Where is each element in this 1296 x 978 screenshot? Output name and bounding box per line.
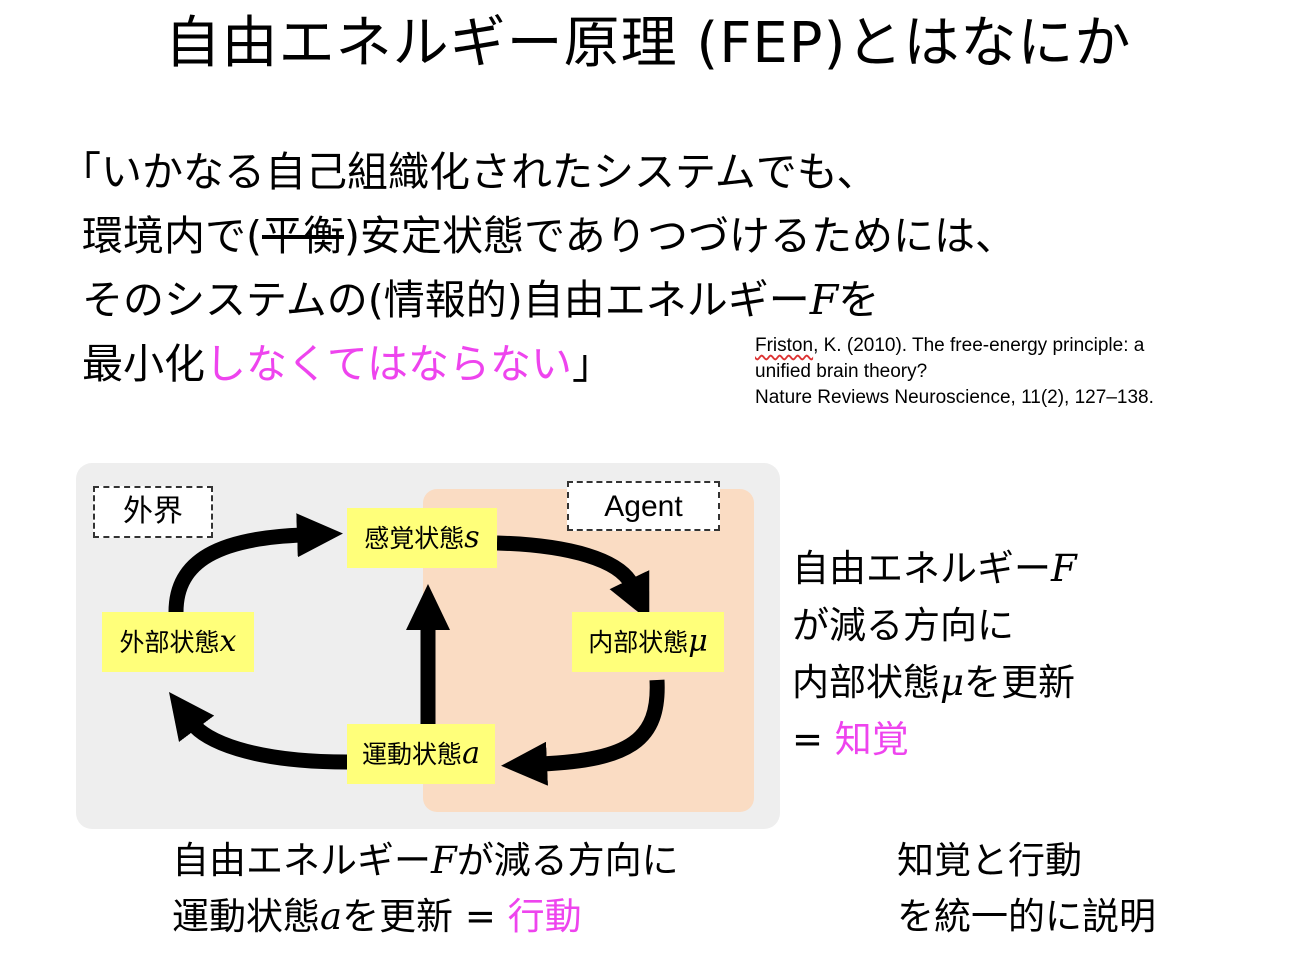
external-state-symbol: x bbox=[219, 624, 237, 659]
free-energy-symbol: F bbox=[809, 276, 839, 324]
quote-line-2: 環境内で(平衡)安定状態でありつづけるためには、 bbox=[60, 204, 1016, 268]
struck-word: 平衡 bbox=[262, 212, 344, 260]
quote-line-3-text-b: を bbox=[838, 276, 880, 324]
citation-line-3: Nature Reviews Neuroscience, 11(2), 127–… bbox=[755, 387, 1154, 408]
perception-line-3-text-b: を更新 bbox=[964, 661, 1076, 704]
summary-line-1: 知覚と行動 bbox=[897, 839, 1082, 882]
perception-equals: = bbox=[792, 718, 835, 761]
sensory-state-symbol: s bbox=[464, 520, 480, 555]
citation: Friston, K. (2010). The free-energy prin… bbox=[755, 333, 1154, 411]
perception-line-4: = 知覚 bbox=[792, 711, 1077, 768]
action-state-symbol-text: a bbox=[320, 895, 343, 938]
action-state-label: 運動状態 bbox=[362, 740, 463, 769]
external-state-node: 外部状態x bbox=[102, 612, 254, 672]
external-state-label: 外部状態 bbox=[119, 628, 220, 657]
quote-line-3-text-a: そのシステムの(情報的)自由エネルギー bbox=[82, 276, 810, 324]
sensory-state-label: 感覚状態 bbox=[364, 524, 465, 553]
perception-line-1: 自由エネルギーF bbox=[792, 540, 1077, 597]
quote-line-3: そのシステムの(情報的)自由エネルギーFを bbox=[60, 268, 1016, 332]
citation-line-1-rest: , K. (2010). The free-energy principle: … bbox=[813, 335, 1145, 356]
perception-line-3-text-a: 内部状態 bbox=[792, 661, 940, 704]
action-state-node: 運動状態a bbox=[347, 724, 495, 784]
summary: 知覚と行動 を統一的に説明 bbox=[897, 833, 1156, 945]
perception-line-3: 内部状態μを更新 bbox=[792, 654, 1077, 711]
quote-line-4: 最小化しなくてはならない」 bbox=[60, 332, 1016, 396]
fep-quote: 「いかなる自己組織化されたシステムでも、 環境内で(平衡)安定状態でありつづける… bbox=[60, 140, 1016, 396]
citation-author: Friston bbox=[755, 335, 814, 356]
quote-line-4-text-a: 最小化 bbox=[82, 340, 205, 388]
internal-state-label: 内部状態 bbox=[588, 628, 689, 657]
page-title: 自由エネルギー原理 (FEP)とはなにか bbox=[164, 11, 1132, 76]
quote-highlight: しなくてはならない bbox=[205, 340, 572, 388]
perception-internal-symbol: μ bbox=[940, 661, 965, 704]
perception-line-2: が減る方向に bbox=[792, 604, 1014, 647]
action-explanation: 自由エネルギーFが減る方向に 運動状態aを更新 = 行動 bbox=[172, 833, 679, 945]
action-line-2: 運動状態aを更新 = 行動 bbox=[172, 889, 679, 945]
perception-keyword: 知覚 bbox=[834, 718, 909, 761]
citation-line-2: unified brain theory? bbox=[755, 361, 928, 382]
sensory-state-node: 感覚状態s bbox=[347, 508, 497, 568]
arrow-external-to-sensory bbox=[168, 513, 343, 613]
action-line-1: 自由エネルギーFが減る方向に bbox=[172, 833, 679, 889]
citation-line-1: Friston, K. (2010). The free-energy prin… bbox=[755, 333, 1154, 359]
internal-state-symbol: μ bbox=[688, 624, 708, 659]
action-line-2-text-a: 運動状態 bbox=[172, 895, 320, 938]
perception-free-energy-symbol: F bbox=[1051, 547, 1077, 590]
quote-line-1-text: 「いかなる自己組織化されたシステムでも、 bbox=[60, 148, 878, 196]
action-state-symbol: a bbox=[462, 736, 480, 771]
action-free-energy-symbol: F bbox=[431, 839, 457, 882]
arrow-sensory-to-internal bbox=[496, 535, 650, 622]
action-line-1-text-b: が減る方向に bbox=[456, 839, 679, 882]
arrow-internal-to-action bbox=[501, 679, 665, 786]
external-world-label: 外界 bbox=[93, 486, 213, 538]
perception-explanation: 自由エネルギーF が減る方向に 内部状態μを更新 = 知覚 bbox=[792, 540, 1077, 768]
action-line-1-text-a: 自由エネルギー bbox=[172, 839, 431, 882]
internal-state-node: 内部状態μ bbox=[572, 612, 724, 672]
summary-line-2: を統一的に説明 bbox=[897, 895, 1156, 938]
perception-line-1-text: 自由エネルギー bbox=[792, 547, 1051, 590]
action-line-2-text-b: を更新 = bbox=[342, 895, 508, 938]
quote-close-bracket: 」 bbox=[571, 340, 613, 388]
arrow-action-to-external bbox=[168, 692, 348, 770]
quote-line-1: 「いかなる自己組織化されたシステムでも、 bbox=[60, 140, 1016, 204]
quote-line-2-text-b: )安定状態でありつづけるためには、 bbox=[344, 212, 1016, 260]
agent-label: Agent bbox=[567, 481, 720, 531]
quote-line-2-text-a: 環境内で( bbox=[82, 212, 262, 260]
action-keyword: 行動 bbox=[507, 895, 582, 938]
